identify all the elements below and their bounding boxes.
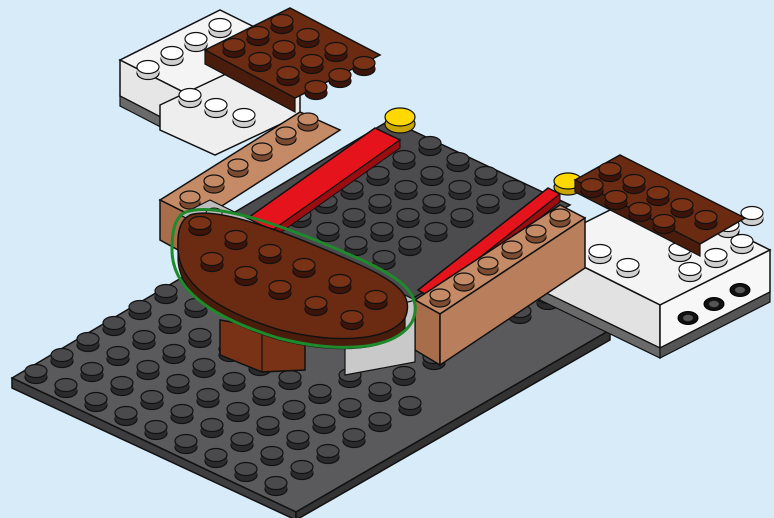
yellow-round-plate-top bbox=[385, 108, 415, 133]
